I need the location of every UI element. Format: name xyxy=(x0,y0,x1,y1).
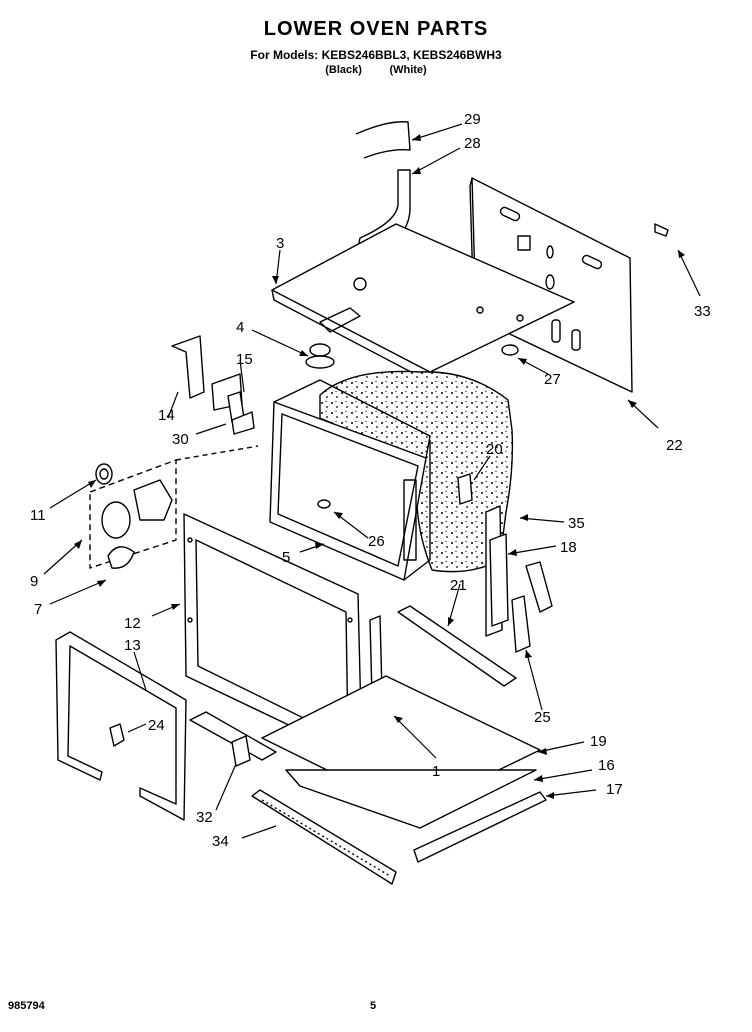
callout-28: 28 xyxy=(464,135,481,152)
callout-34: 34 xyxy=(212,833,229,850)
callout-3: 3 xyxy=(276,235,284,252)
front-bracket xyxy=(189,711,277,767)
callout-13: 13 xyxy=(124,637,141,654)
door-hinge xyxy=(511,561,553,653)
callout-17: 17 xyxy=(606,781,623,798)
callout-12: 12 xyxy=(124,615,141,632)
callout-26: 26 xyxy=(368,533,385,550)
callout-11: 11 xyxy=(30,507,46,524)
callout-30: 30 xyxy=(172,431,189,448)
callout-15: 15 xyxy=(236,351,253,368)
callout-32: 32 xyxy=(196,809,213,826)
oven-liner xyxy=(269,379,431,581)
page-title: LOWER OVEN PARTS xyxy=(263,18,489,40)
light-socket xyxy=(305,343,335,369)
callout-1: 1 xyxy=(432,763,440,780)
callout-20: 20 xyxy=(486,441,503,458)
leader-arrowheads xyxy=(74,134,685,799)
rubber-bumper xyxy=(501,344,519,356)
callout-35: 35 xyxy=(568,515,585,532)
callout-16: 16 xyxy=(598,757,615,774)
left-brackets xyxy=(171,335,255,435)
colors-line: (Black) (White) xyxy=(325,64,427,76)
bottom-rail xyxy=(413,791,547,863)
light-assembly xyxy=(89,445,259,569)
callout-33: 33 xyxy=(694,303,711,320)
door-clip xyxy=(109,723,125,747)
callout-21: 21 xyxy=(450,577,467,594)
callout-4: 4 xyxy=(236,319,244,336)
document-number: 985794 xyxy=(8,1000,45,1012)
callout-27: 27 xyxy=(544,371,561,388)
toe-kick-grille xyxy=(251,789,397,885)
callout-19: 19 xyxy=(590,733,607,750)
models-line: For Models: KEBS246BBL3, KEBS246BWH3 xyxy=(250,48,502,62)
callout-7: 7 xyxy=(34,601,42,618)
callout-22: 22 xyxy=(666,437,683,454)
callout-labels: 29 28 3 4 15 14 30 11 9 7 12 13 24 5 26 … xyxy=(30,111,711,850)
page-number: 5 xyxy=(370,1000,377,1012)
callout-25: 25 xyxy=(534,709,551,726)
callout-5: 5 xyxy=(282,549,290,566)
side-brackets xyxy=(457,473,509,637)
lower-bracket xyxy=(397,605,517,687)
lower-panel xyxy=(285,769,537,829)
callout-9: 9 xyxy=(30,573,38,590)
callout-14: 14 xyxy=(158,407,175,424)
callout-18: 18 xyxy=(560,539,577,556)
callout-24: 24 xyxy=(148,717,165,734)
door-gasket xyxy=(55,631,187,821)
callout-29: 29 xyxy=(464,111,481,128)
